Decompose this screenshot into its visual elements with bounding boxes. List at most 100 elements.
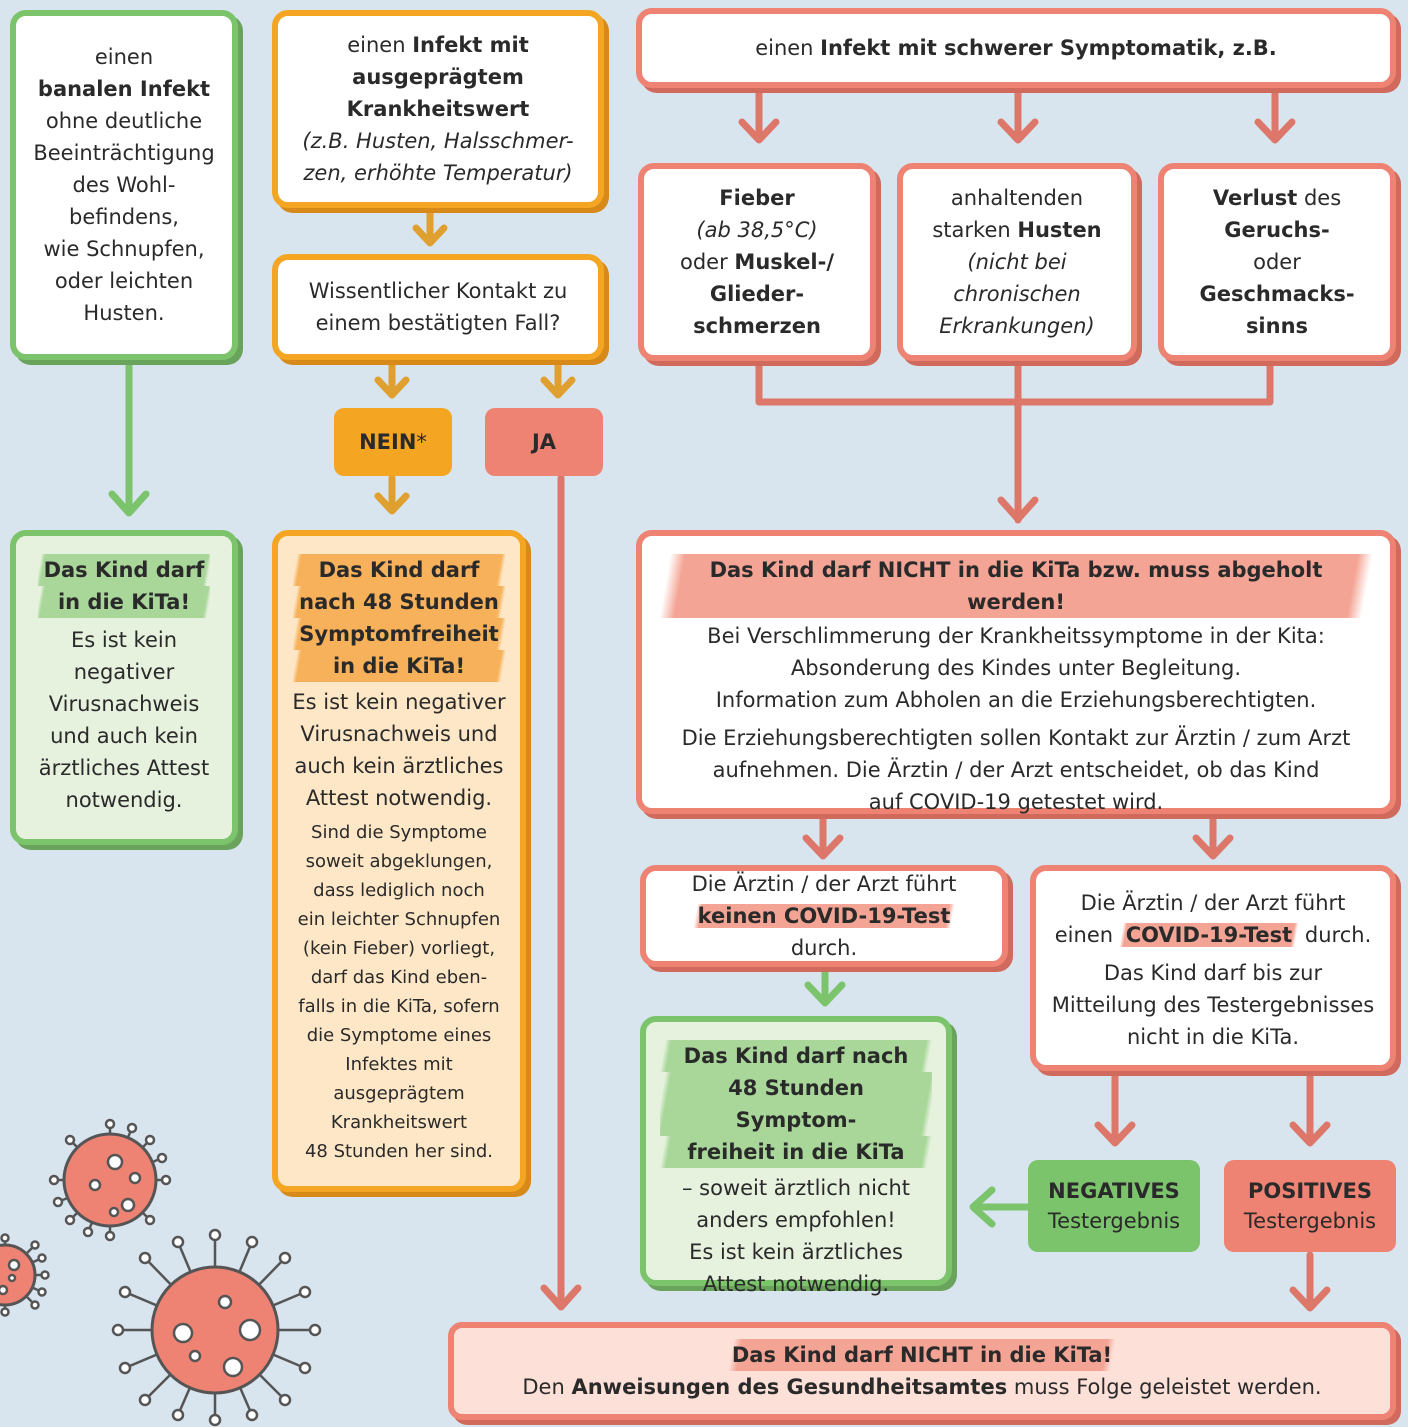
- arrowhead-ja: [540, 376, 576, 399]
- sym3-plain2: oder: [1253, 250, 1301, 274]
- sym2-italic3: Erkrankungen): [939, 314, 1095, 338]
- arrowhead-notest-result: [804, 981, 846, 1007]
- col2-result-title-line1: Das Kind darf: [293, 554, 505, 586]
- sym2-italic2: chronischen: [953, 282, 1081, 306]
- col1-top-line1: einen: [94, 45, 154, 69]
- sym1-bold1: Fieber: [719, 186, 795, 210]
- arrowhead-notest: [802, 834, 844, 860]
- main-text2-line1: Die Erziehungsberechtigten sollen Kontak…: [681, 726, 1351, 750]
- notest-result-text2: anders empfohlen!: [696, 1208, 896, 1232]
- main-text1-line3: Information zum Abholen an die Erziehung…: [715, 688, 1317, 712]
- symptom-husten-box: anhaltenden starken Husten (nicht bei ch…: [897, 163, 1137, 361]
- arrowhead-negative-result: [969, 1186, 996, 1228]
- arrowhead-col1: [108, 490, 150, 517]
- sym2-line2: starken Husten: [932, 214, 1101, 246]
- col1-top-line4: Beeinträchtigung: [33, 141, 215, 165]
- arrowhead-positive: [1289, 1121, 1331, 1147]
- bottom-text-suffix: muss Folge geleistet werden.: [1013, 1375, 1322, 1399]
- positive-result-pill: POSITIVES Testergebnis: [1224, 1160, 1396, 1252]
- col3-top-prefix: einen: [755, 36, 814, 60]
- sym1-bold2a: Muskel-/: [734, 250, 834, 274]
- notest-result-box: Das Kind darf nach 48 Stunden Symptom- f…: [640, 1016, 952, 1296]
- col1-result-text3: Virusnachweis: [48, 692, 200, 716]
- small-line12: 48 Stunden her sind.: [304, 1141, 494, 1162]
- sym3-bold3a: Geschmacks-: [1199, 282, 1355, 306]
- small-line2: soweit abgeklungen,: [305, 851, 493, 872]
- bottom-text: Den Anweisungen des Gesundheitsamtes mus…: [522, 1371, 1321, 1403]
- sym3-line1: Verlust des: [1213, 182, 1341, 214]
- col2-top-line1: einen Infekt mit: [347, 29, 529, 61]
- col2-result-title: Das Kind darf nach 48 Stunden Symptomfre…: [293, 554, 505, 682]
- col2-top-bold3: Krankheitswert: [346, 97, 530, 121]
- nein-text: NEIN: [359, 430, 417, 454]
- col2-result-title-line2: nach 48 Stunden: [293, 586, 505, 618]
- arrowhead-col2-a: [412, 224, 448, 247]
- notest-suffix: durch.: [790, 936, 858, 960]
- col2-result-text3: auch kein ärztliches: [294, 754, 504, 778]
- col2-top-prefix: einen: [347, 33, 406, 57]
- test-text3: nicht in die KiTa.: [1127, 1025, 1299, 1049]
- small-line5: (kein Fieber) vorliegt,: [302, 938, 496, 959]
- col1-top-line2: banalen Infekt: [37, 77, 211, 101]
- sym3-bold1: Verlust: [1212, 186, 1298, 210]
- arrowhead-merge-down: [997, 496, 1039, 523]
- sym1-italic: (ab 38,5°C): [696, 218, 818, 242]
- small-line7: falls in die KiTa, sofern: [298, 996, 500, 1017]
- kontakt-question-box: Wissentlicher Kontakt zu einem bestätigt…: [272, 254, 604, 360]
- test-line1: Die Ärztin / der Arzt führt: [1080, 891, 1346, 915]
- col1-top-line3: ohne deutliche: [45, 109, 203, 133]
- col1-result-text6: notwendig.: [65, 788, 183, 812]
- small-line3: dass lediglich noch: [313, 880, 485, 901]
- arrowhead-sym2: [997, 118, 1039, 144]
- kein-test-box: Die Ärztin / der Arzt führt keinen COVID…: [640, 865, 1008, 967]
- test-suffix: durch.: [1304, 923, 1372, 947]
- test-text2: Mitteilung des Testergebnisses: [1051, 993, 1375, 1017]
- col1-top-line8: oder leichten: [54, 269, 194, 293]
- notest-result-title1: Das Kind darf nach: [660, 1040, 932, 1072]
- arrowhead-nein: [374, 376, 410, 399]
- col2-result-text1: Es ist kein negativer: [292, 690, 506, 714]
- symptom-geruch-box: Verlust des Geruchs- oder Geschmacks- si…: [1158, 163, 1396, 361]
- arrowhead-sym3: [1254, 118, 1296, 144]
- sym2-bold: Husten: [1017, 218, 1102, 242]
- negative-plain: Testergebnis: [1047, 1209, 1181, 1233]
- test-line2: einen COVID-19-Test durch.: [1055, 919, 1372, 951]
- ja-label: JA: [531, 430, 557, 454]
- col1-top-line6: befindens,: [69, 205, 179, 229]
- sym3-bold2: Geruchs-: [1224, 218, 1330, 242]
- negative-result-pill: NEGATIVES Testergebnis: [1028, 1160, 1200, 1252]
- col2-result-small: Sind die Symptome soweit abgeklungen, da…: [298, 818, 501, 1166]
- arrowhead-positive-bottom: [1289, 1286, 1331, 1312]
- main-text1-line2: Absonderung des Kindes unter Begleitung.: [790, 656, 1242, 680]
- sym3-plain1: des: [1303, 186, 1342, 210]
- sym1-plain: oder: [680, 250, 728, 274]
- col2-top-italic1: (z.B. Husten, Halsschmer-: [302, 129, 574, 153]
- symptom-fieber-box: Fieber (ab 38,5°C) oder Muskel-/ Glieder…: [638, 163, 876, 361]
- small-line1: Sind die Symptome: [311, 822, 487, 843]
- notest-result-text1: – soweit ärztlich nicht: [682, 1176, 910, 1200]
- col1-result-text2: negativer: [73, 660, 175, 684]
- arrowhead-nein-result: [374, 492, 410, 515]
- test-bold: COVID-19-Test: [1119, 923, 1299, 947]
- small-line10: ausgeprägtem: [333, 1083, 465, 1104]
- sym1-bold2b: Glieder-: [709, 282, 805, 306]
- col1-top-line7: wie Schnupfen,: [43, 237, 205, 261]
- col2-result-text2: Virusnachweis und: [300, 722, 498, 746]
- main-text2-line3: auf COVID-19 getestet wird.: [868, 790, 1164, 814]
- col1-result-text5: ärztliches Attest: [38, 756, 210, 780]
- col3-top: einen Infekt mit schwerer Symptomatik, z…: [755, 32, 1277, 64]
- col2-result-title-line4: in die KiTa!: [293, 650, 505, 682]
- notest-result-text4: Attest notwendig.: [702, 1272, 890, 1296]
- col1-top-line9: Husten.: [83, 301, 165, 325]
- sym3-bold3b: sinns: [1245, 314, 1309, 338]
- main-text1-line1: Bei Verschlimmerung der Krankheitssympto…: [707, 624, 1325, 648]
- small-line4: ein leichter Schnupfen: [297, 909, 501, 930]
- question-line1: Wissentlicher Kontakt zu: [308, 279, 568, 303]
- col2-top-italic2: zen, erhöhte Temperatur): [303, 161, 573, 185]
- arrowhead-negative: [1094, 1121, 1136, 1147]
- notest-bold: keinen COVID-19-Test: [691, 904, 957, 928]
- question-line2: einem bestätigten Fall?: [315, 311, 561, 335]
- col2-top-bold1: Infekt mit: [412, 33, 529, 57]
- sym1-line3: oder Muskel-/: [680, 246, 834, 278]
